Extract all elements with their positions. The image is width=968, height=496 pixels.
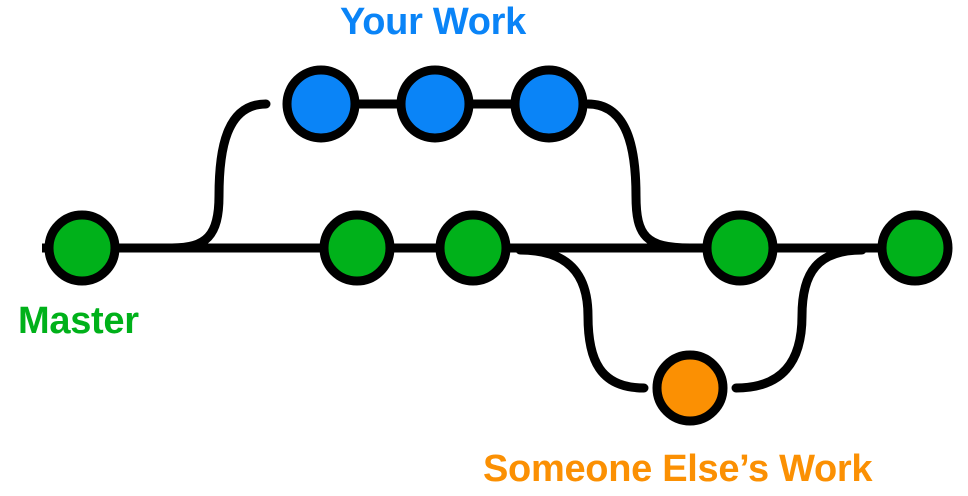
commit-node-your-work-3[interactable]: [510, 65, 588, 143]
commit-node-master-5-head[interactable]: [877, 210, 953, 286]
commit-node-master-1[interactable]: [44, 210, 120, 286]
edge-branch-out-someone-elses-work: [515, 245, 649, 393]
label-layer: Your Work Master Someone Else’s Work: [18, 1, 874, 490]
edge-branch-out-your-work: [167, 99, 271, 253]
commit-node-master-3[interactable]: [435, 210, 511, 286]
edge-merge-in-your-work: [583, 99, 695, 253]
commit-node-master-4-merge[interactable]: [702, 210, 778, 286]
edge-merge-in-someone-elses-work: [731, 245, 867, 393]
commit-node-your-work-1[interactable]: [282, 65, 360, 143]
commit-node-layer: [44, 65, 953, 426]
branch-label-master: Master: [18, 300, 139, 342]
branch-label-someone-elses-work: Someone Else’s Work: [483, 448, 873, 490]
branch-label-your-work: Your Work: [340, 1, 527, 43]
commit-node-your-work-2[interactable]: [396, 65, 474, 143]
commit-node-master-2[interactable]: [319, 210, 395, 286]
commit-node-someone-elses-work-1[interactable]: [652, 350, 728, 426]
